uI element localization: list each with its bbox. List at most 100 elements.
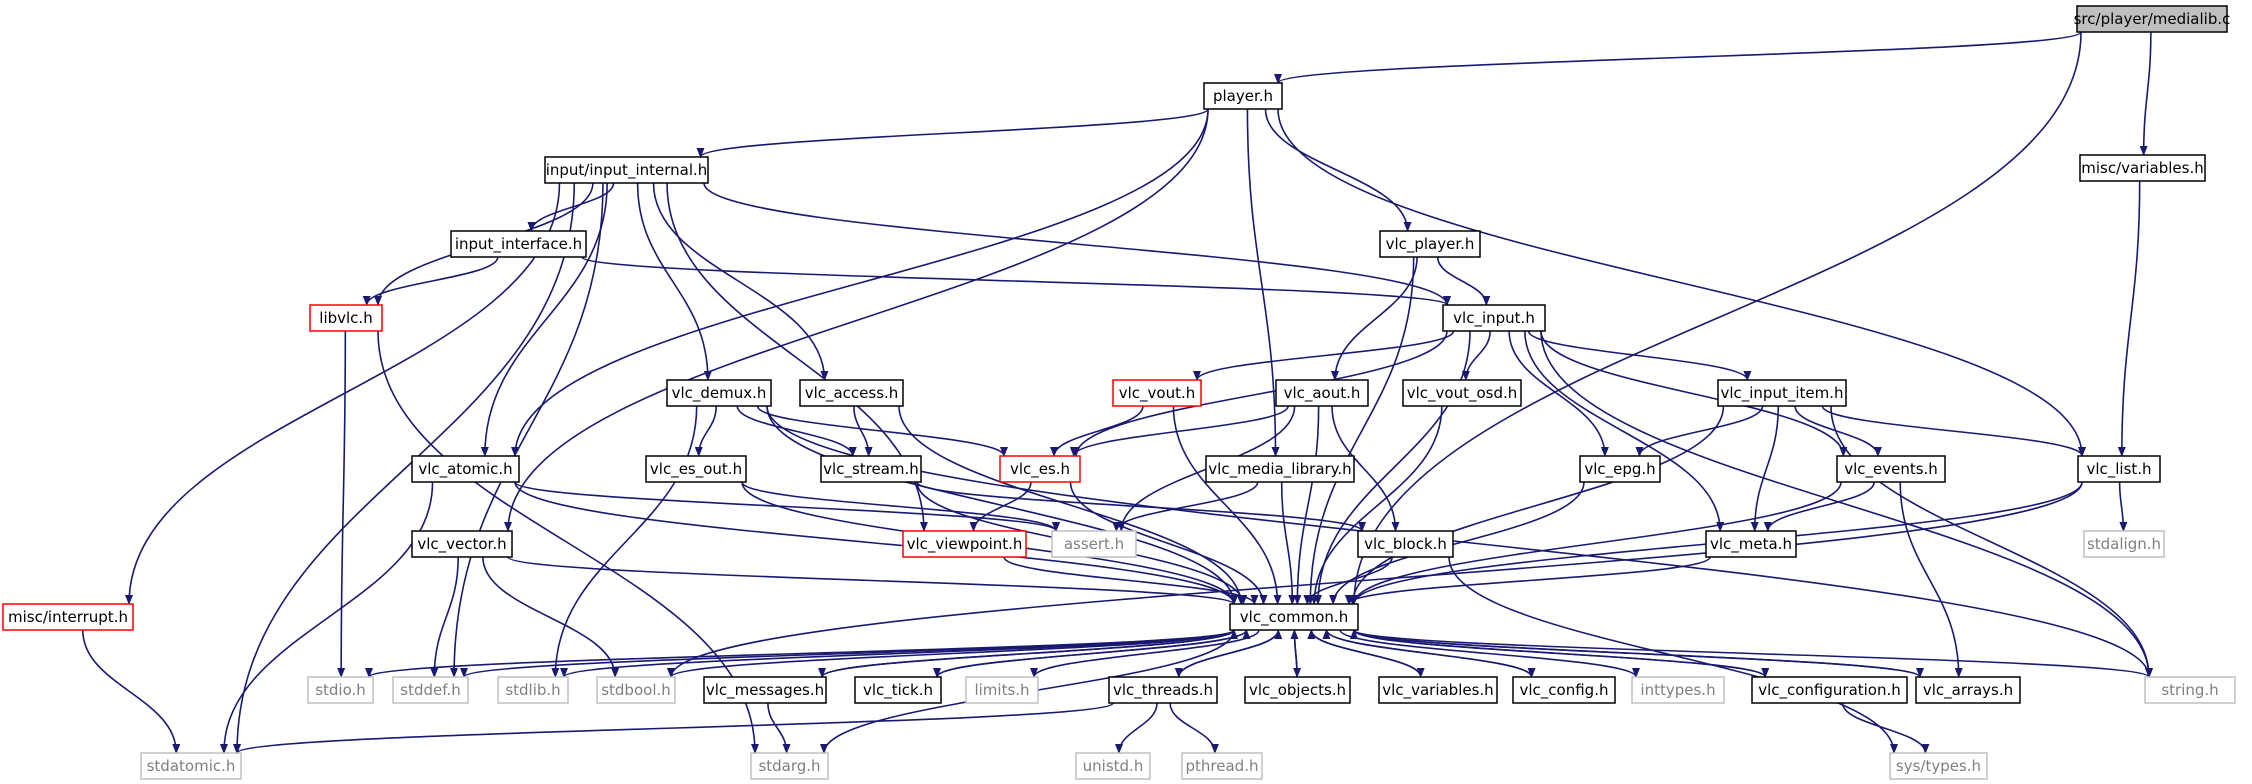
edge-vlc_input_item-to-string [1830,405,2153,678]
edge-vlc_meta-to-vlc_common [1344,556,1711,605]
edge-vlc_input-to-vlc_meta [1524,330,1725,532]
node-box [307,676,374,704]
node-root[interactable]: src/player/medialib.c [2074,5,2231,33]
node-vlc-viewpoint[interactable]: vlc_viewpoint.h [902,530,1027,558]
node-input-interface[interactable]: input_interface.h [450,230,587,258]
node-label: vlc_threads.h [1113,681,1213,700]
edge-vlc_vector-to-vlc_common [507,556,1238,605]
edge-vlc_demux-to-string [766,405,2153,678]
node-vlc-access[interactable]: vlc_access.h [799,379,904,407]
node-vlc-common[interactable]: vlc_common.h [1229,603,1359,631]
node-vlc-player[interactable]: vlc_player.h [1379,230,1481,258]
node-box [1579,455,1661,483]
node-box [1836,455,1946,483]
edge-vlc_messages-to-stdarg [767,702,791,754]
node-label: vlc_vout.h [1119,384,1196,403]
node-vlc-input-item[interactable]: vlc_input_item.h [1717,379,1847,407]
node-player[interactable]: player.h [1203,82,1283,110]
edge-vlc_common-to-string [1353,629,2153,678]
node-vlc-epg[interactable]: vlc_epg.h [1579,455,1661,483]
node-box [392,676,469,704]
node-label: vlc_variables.h [1382,681,1493,700]
edge-root-to-vlc_common [1350,31,2082,605]
node-label: vlc_configuration.h [1758,681,1901,700]
edge-vlc_arrays-to-vlc_common [1350,629,1921,678]
node-vlc-variables[interactable]: vlc_variables.h [1378,676,1498,704]
node-vlc-es[interactable]: vlc_es.h [999,455,1081,483]
node-vlc-objects[interactable]: vlc_objects.h [1244,676,1351,704]
edge-vlc_media_library-to-vlc_common [1280,481,1297,605]
node-label: stdlib.h [505,681,560,699]
node-box [1275,379,1369,407]
node-vlc-block[interactable]: vlc_block.h [1357,530,1454,558]
node-vlc-vout-osd[interactable]: vlc_vout_osd.h [1402,379,1522,407]
node-label: vlc_arrays.h [1923,681,2013,700]
edge-input_interface-to-libvlc [362,256,499,306]
node-vlc-es-out[interactable]: vlc_es_out.h [645,455,747,483]
node-label: vlc_stream.h [823,460,919,479]
node-label: stdio.h [315,681,366,699]
node-vlc-arrays[interactable]: vlc_arrays.h [1915,676,2021,704]
node-label: input_interface.h [455,235,582,254]
edge-vlc_input_item-to-vlc_list [1821,405,2086,457]
edge-misc_variables-to-vlc_list [2117,180,2141,457]
edge-vlc_vout-to-vlc_common [1172,405,1282,605]
node-string: string.h [2144,676,2236,704]
edge-vlc_objects-to-vlc_common [1290,629,1299,678]
node-label: stdatomic.h [147,757,236,775]
node-label: pthread.h [1186,757,1259,775]
node-vlc-tick[interactable]: vlc_tick.h [854,676,942,704]
node-assert: assert.h [1051,530,1137,558]
node-vlc-threads[interactable]: vlc_threads.h [1108,676,1218,704]
node-box [1203,82,1283,110]
edge-vlc_es_out-to-assert [741,481,1060,532]
node-label: vlc_meta.h [1710,535,1792,554]
edge-vlc_aout-to-vlc_es [1069,405,1289,457]
node-box [2076,5,2228,33]
node-box [1717,379,1847,407]
node-misc-variables[interactable]: misc/variables.h [2079,154,2206,182]
edge-vlc_vout-to-vlc_es [1050,405,1144,457]
edge-vlc_aout-to-vlc_common [1293,405,1320,605]
node-vlc-config[interactable]: vlc_config.h [1512,676,1616,704]
node-box [309,304,383,332]
node-box [1112,379,1202,407]
edge-vlc_common-to-stdbool [667,629,1235,678]
node-label: vlc_access.h [805,384,899,403]
node-vlc-events[interactable]: vlc_events.h [1836,455,1946,483]
node-vlc-input[interactable]: vlc_input.h [1442,304,1546,332]
edge-vlc_atomic-to-vlc_common [514,481,1238,605]
node-vlc-stream[interactable]: vlc_stream.h [820,455,922,483]
node-vlc-vout[interactable]: vlc_vout.h [1112,379,1202,407]
node-stdbool: stdbool.h [596,676,676,704]
node-vlc-meta[interactable]: vlc_meta.h [1705,530,1797,558]
node-vlc-messages[interactable]: vlc_messages.h [703,676,827,704]
node-libvlc[interactable]: libvlc.h [309,304,383,332]
node-vlc-list[interactable]: vlc_list.h [2077,455,2161,483]
edge-root-to-misc_variables [2139,31,2152,156]
edge-vlc_input-to-vlc_input_item [1527,330,1752,381]
node-vlc-demux[interactable]: vlc_demux.h [666,379,772,407]
node-vlc-atomic[interactable]: vlc_atomic.h [411,455,520,483]
edge-libvlc-to-stdio [337,330,347,678]
node-stdio: stdio.h [307,676,374,704]
edge-vlc_demux-to-vlc_es_out [694,405,718,457]
node-box [1051,530,1137,558]
node-label: libvlc.h [319,309,372,327]
node-vlc-configuration[interactable]: vlc_configuration.h [1751,676,1908,704]
edge-vlc_common-to-stdlib [560,629,1235,678]
node-misc-interrupt[interactable]: misc/interrupt.h [2,603,134,631]
node-label: vlc_epg.h [1584,460,1655,479]
node-vlc-vector[interactable]: vlc_vector.h [411,530,513,558]
node-stdatomic: stdatomic.h [140,752,242,780]
node-vlc-aout[interactable]: vlc_aout.h [1275,379,1369,407]
node-vlc-media-library[interactable]: vlc_media_library.h [1205,455,1355,483]
edge-input_internal-to-vlc_input [703,182,1451,306]
node-label: vlc_aout.h [1284,384,1361,403]
node-unistd: unistd.h [1075,752,1151,780]
edge-vlc_events-to-vlc_meta [1763,481,1875,532]
node-label: misc/interrupt.h [8,608,128,626]
node-box [2083,530,2165,558]
node-input-internal[interactable]: input/input_internal.h [544,156,709,184]
